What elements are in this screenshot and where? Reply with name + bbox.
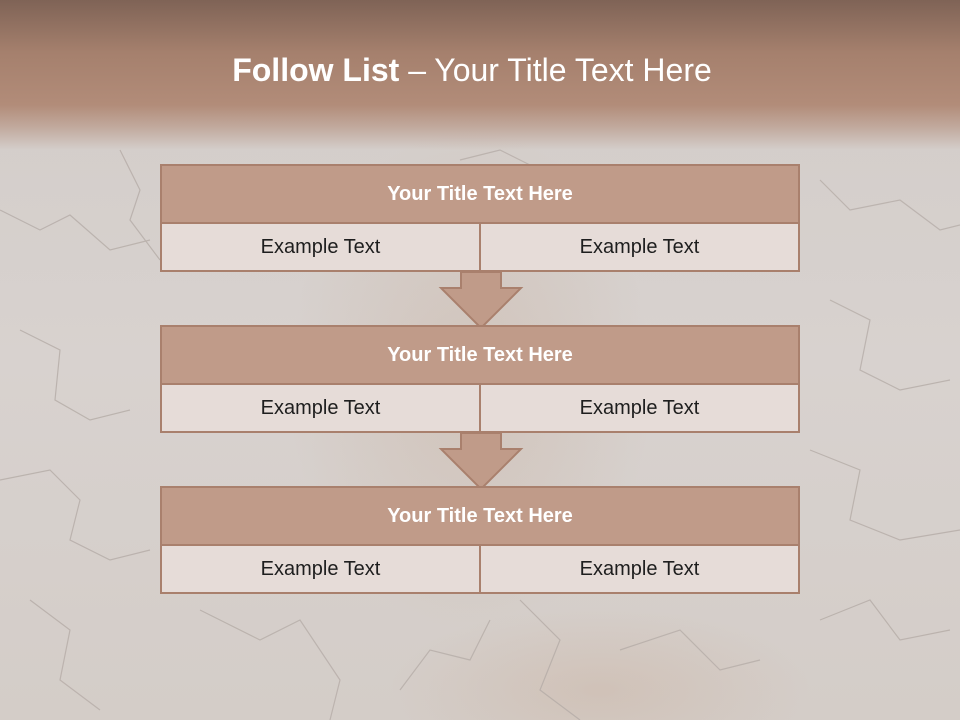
step-box-2: Your Title Text Here Example Text Exampl… (160, 325, 800, 433)
step-row: Example Text Example Text (162, 546, 798, 592)
step-row: Example Text Example Text (162, 224, 798, 270)
step-title: Your Title Text Here (162, 327, 798, 385)
title-bar (0, 0, 960, 150)
title-rest: – Your Title Text Here (399, 52, 712, 88)
step-text-right: Example Text (479, 385, 798, 431)
step-box-1: Your Title Text Here Example Text Exampl… (160, 164, 800, 272)
down-arrow-icon (438, 432, 524, 491)
title-bold: Follow List (232, 52, 400, 88)
step-text-right: Example Text (479, 224, 798, 270)
step-box-3: Your Title Text Here Example Text Exampl… (160, 486, 800, 594)
slide-title: Follow List – Your Title Text Here (0, 52, 944, 89)
step-text-left: Example Text (162, 546, 479, 592)
step-title: Your Title Text Here (162, 488, 798, 546)
down-arrow-icon (438, 271, 524, 330)
step-title: Your Title Text Here (162, 166, 798, 224)
step-text-left: Example Text (162, 385, 479, 431)
step-row: Example Text Example Text (162, 385, 798, 431)
step-text-left: Example Text (162, 224, 479, 270)
step-text-right: Example Text (479, 546, 798, 592)
